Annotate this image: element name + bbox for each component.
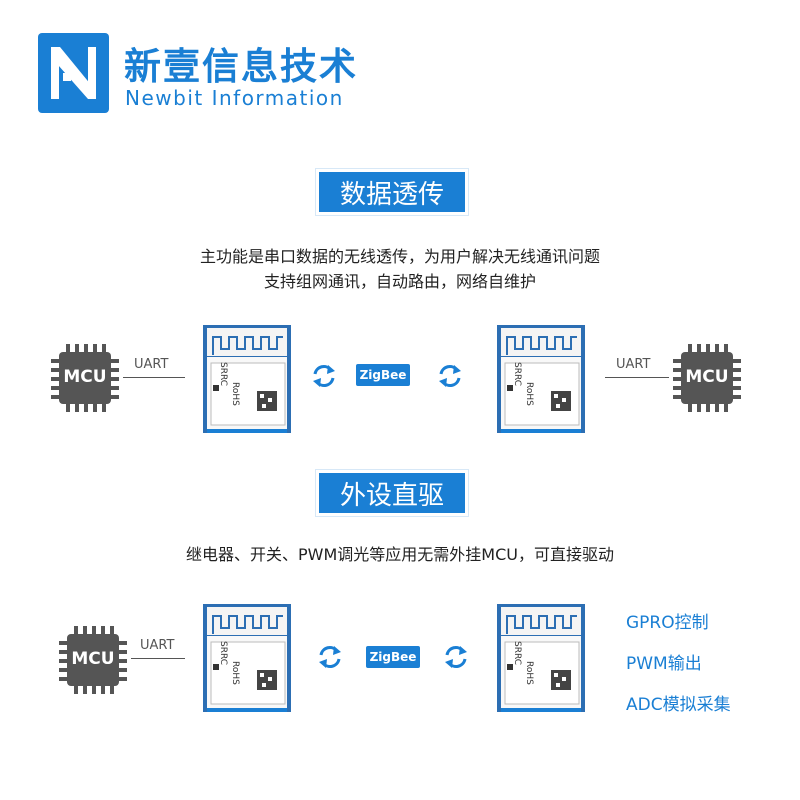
chip-icon [673,344,741,412]
uart-label: UART [134,357,169,372]
brand-name-en: Newbit Information [125,86,344,110]
module-text-srrc: SRRC [218,641,228,666]
zigbee-module-left-1 [203,325,291,433]
module-text-rohs: RoHS [524,382,534,406]
feature-adc: ADC模拟采集 [626,695,731,715]
module-text-rohs: RoHS [230,661,240,685]
section-title-transparent: 数据透传 [319,172,465,212]
chip-icon [59,626,127,694]
section-title-direct: 外设直驱 [319,473,465,513]
zigbee-module-right-2 [497,604,585,712]
uart-label: UART [140,638,175,653]
zigbee-module-left-2 [203,604,291,712]
zigbee-module-icon [497,325,585,433]
zigbee-badge: ZigBee [356,364,410,386]
module-text-srrc: SRRC [218,362,228,387]
logo-n-icon [51,47,96,99]
mcu-label: MCU [685,367,729,387]
mcu-chip-left-2 [57,624,129,696]
mcu-label: MCU [63,367,107,387]
feature-gpio: GPRO控制 [626,613,709,633]
zigbee-badge: ZigBee [366,646,420,668]
section-desc-line1: 主功能是串口数据的无线透传，为用户解决无线通讯问题 [199,247,600,266]
module-text-srrc: SRRC [512,641,522,666]
uart-line [131,658,185,659]
mcu-chip-left-1 [49,342,121,414]
zigbee-module-icon [203,604,291,712]
swap-arrows-icon [310,362,338,390]
uart-label: UART [616,357,651,372]
uart-line [123,377,185,378]
section-desc-line1: 继电器、开关、PWM调光等应用无需外挂MCU，可直接驱动 [186,545,614,564]
uart-line [605,377,669,378]
feature-pwm: PWM输出 [626,654,702,674]
module-text-rohs: RoHS [524,661,534,685]
module-text-srrc: SRRC [512,362,522,387]
module-text-rohs: RoHS [230,382,240,406]
logo-mark [38,33,109,113]
chip-icon [51,344,119,412]
zigbee-module-right-1 [497,325,585,433]
zigbee-module-icon [497,604,585,712]
swap-arrows-icon [442,643,470,671]
section-desc-line2: 支持组网通讯，自动路由，网络自维护 [263,272,536,291]
swap-arrows-icon [436,362,464,390]
mcu-label: MCU [71,649,115,669]
zigbee-module-icon [203,325,291,433]
brand-name-cn: 新壹信息技术 [124,45,358,88]
mcu-chip-right-1 [671,342,743,414]
swap-arrows-icon [316,643,344,671]
